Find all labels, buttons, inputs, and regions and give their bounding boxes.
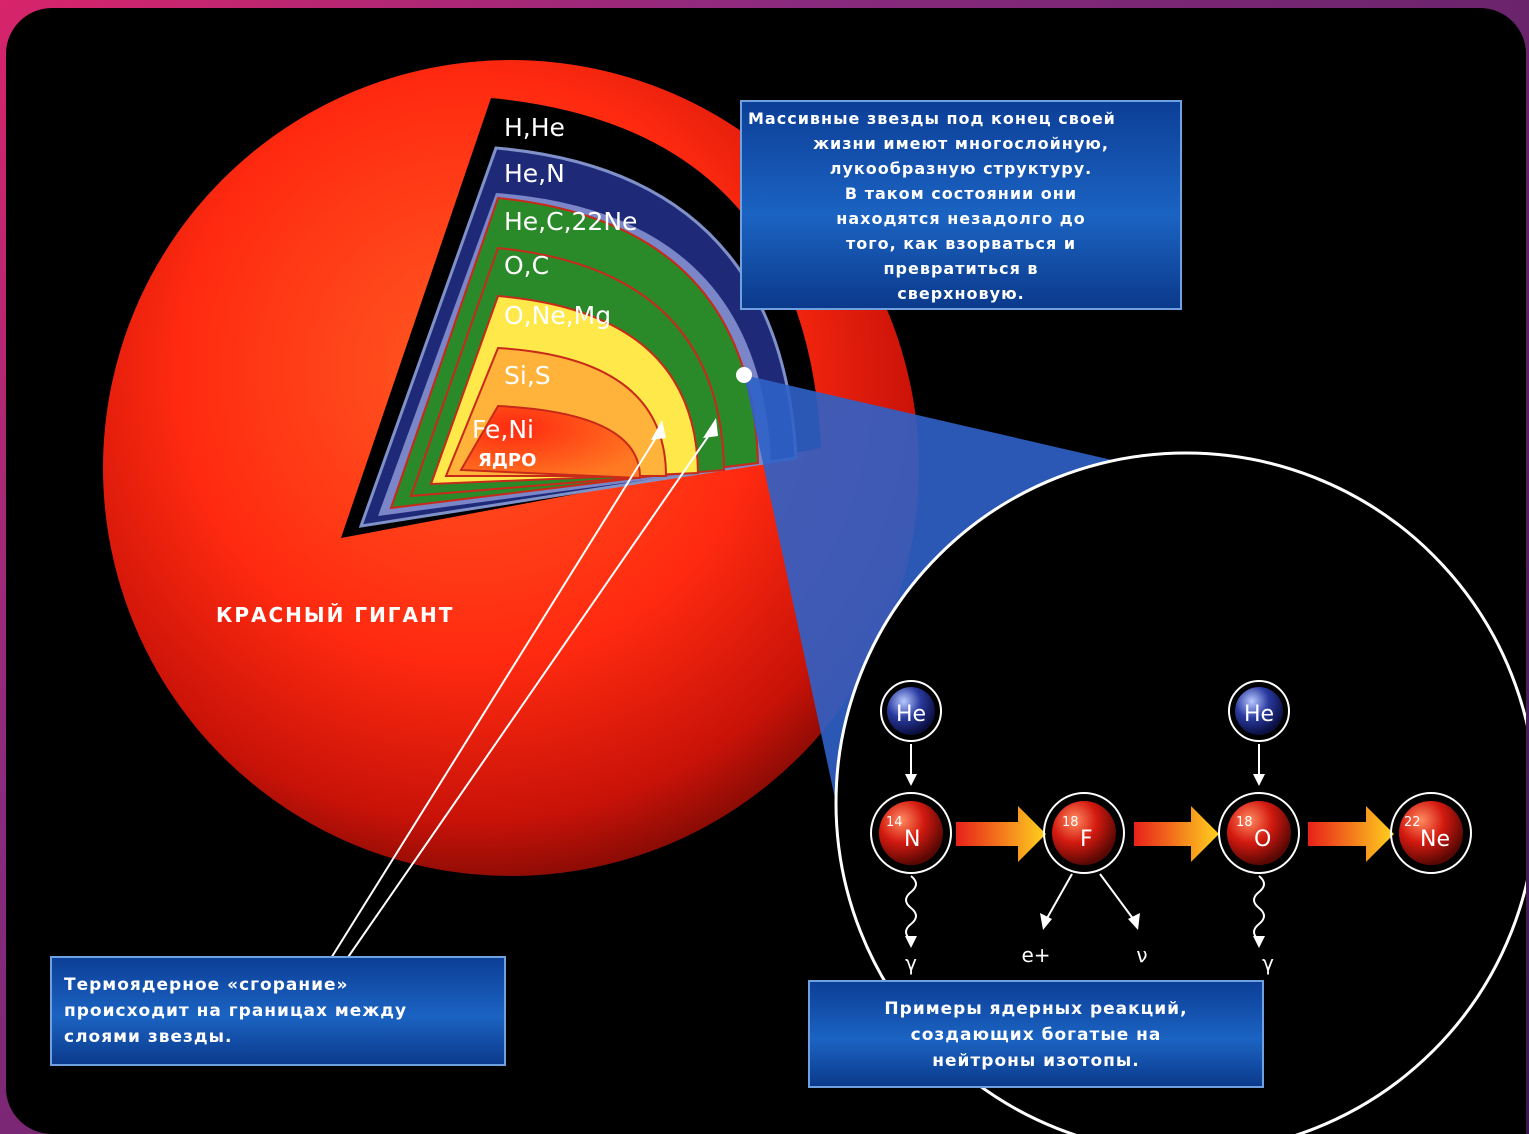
info-line: лукообразную структуру. xyxy=(748,156,1174,181)
nucleus-f18: 18 F xyxy=(1044,793,1124,873)
nucleus-o18: 18 O xyxy=(1219,793,1299,873)
layer-label-6: Si,S xyxy=(504,361,551,390)
layer-label-2: He,N xyxy=(504,159,565,188)
nucleus-n14: 14 N xyxy=(871,793,951,873)
reactions-line: нейтроны изотопы. xyxy=(820,1048,1252,1074)
reactions-line: создающих богатые на xyxy=(820,1022,1252,1048)
reactions-line: Примеры ядерных реакций, xyxy=(820,996,1252,1022)
info-line: того, как взорваться и xyxy=(748,231,1174,256)
positron-label: e+ xyxy=(1021,943,1050,967)
info-line: превратиться в xyxy=(748,256,1174,281)
info-line: сверхновую. xyxy=(748,281,1174,306)
layer-label-5: O,Ne,Mg xyxy=(504,301,611,330)
gamma-label-2: γ xyxy=(1262,951,1274,975)
info-line: жизни имеют многослойную, xyxy=(748,131,1174,156)
burning-line: происходит на границах между xyxy=(64,998,492,1024)
svg-text:18: 18 xyxy=(1236,815,1253,830)
layer-label-4: O,C xyxy=(504,251,549,280)
gamma-label-1: γ xyxy=(905,951,917,975)
info-line: В таком состоянии они xyxy=(748,181,1174,206)
info-box: Массивные звезды под конец своей жизни и… xyxy=(740,100,1182,310)
svg-text:He: He xyxy=(1244,702,1274,727)
diagram-frame: H,He He,N He,C,22Ne O,C O,Ne,Mg Si,S Fe,… xyxy=(6,8,1526,1134)
layer-label-7: Fe,Ni xyxy=(472,415,534,444)
layer-label-3: He,C,22Ne xyxy=(504,207,637,236)
nucleus-ne22: 22 Ne xyxy=(1391,793,1471,873)
svg-text:O: O xyxy=(1254,827,1271,852)
svg-text:F: F xyxy=(1080,827,1093,852)
svg-text:18: 18 xyxy=(1062,815,1079,830)
info-line: находятся незадолго до xyxy=(748,206,1174,231)
layer-label-1: H,He xyxy=(504,113,565,142)
svg-text:Ne: Ne xyxy=(1420,827,1450,852)
reactions-box: Примеры ядерных реакций, создающих богат… xyxy=(808,980,1264,1088)
helium-left: He xyxy=(881,681,941,741)
burning-line: Термоядерное «сгорание» xyxy=(64,972,492,998)
burning-line: слоями звезды. xyxy=(64,1024,492,1050)
burning-box: Термоядерное «сгорание» происходит на гр… xyxy=(50,956,506,1066)
core-label: ЯДРО xyxy=(478,450,536,471)
svg-text:14: 14 xyxy=(886,815,903,830)
svg-text:22: 22 xyxy=(1404,815,1421,830)
zoom-point xyxy=(736,367,752,383)
helium-right: He xyxy=(1229,681,1289,741)
info-line: Массивные звезды под конец своей xyxy=(748,106,1174,131)
svg-text:N: N xyxy=(904,827,920,852)
neutrino-label: ν xyxy=(1136,943,1147,967)
svg-text:He: He xyxy=(896,702,926,727)
star-label: КРАСНЫЙ ГИГАНТ xyxy=(216,603,454,627)
